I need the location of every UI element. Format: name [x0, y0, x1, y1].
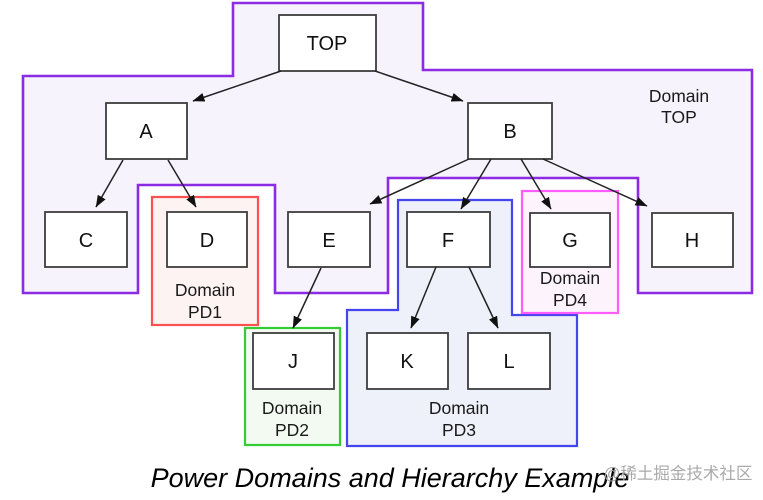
- domain-pd3-label-line2: PD3: [442, 420, 476, 440]
- node-top-box: [278, 14, 377, 72]
- domain-pd4-label-line1: Domain: [540, 268, 600, 288]
- node-top-label: TOP: [307, 33, 348, 55]
- edge-f-k: [410, 266, 437, 329]
- node-f-box: [406, 211, 491, 268]
- domain-pd2-label-line1: Domain: [262, 398, 322, 418]
- edge-b-h: [542, 158, 648, 207]
- domain-pd3-label-line1: Domain: [429, 398, 489, 418]
- node-j-label: J: [288, 351, 298, 373]
- domain-top-label-line2: TOP: [661, 107, 697, 127]
- domain-pd1-label-line2: PD1: [188, 302, 222, 322]
- node-a-box: [105, 102, 188, 160]
- domain-pd1-label-line1: Domain: [175, 280, 235, 300]
- node-g-label: G: [562, 230, 578, 252]
- edge-b-f: [460, 158, 492, 210]
- node-d-label: D: [200, 230, 214, 252]
- edge-b-e: [369, 158, 470, 205]
- node-h-label: H: [685, 230, 699, 252]
- node-k-box: [366, 332, 449, 390]
- edge-a-c: [95, 159, 124, 208]
- node-b-box: [467, 102, 553, 160]
- domain-pd2-label-line2: PD2: [275, 420, 309, 440]
- node-c-label: C: [79, 230, 93, 252]
- domain-top-label-line1: Domain: [649, 86, 709, 106]
- figure-caption: Power Domains and Hierarchy Example: [151, 463, 630, 493]
- edge-top-a: [192, 70, 282, 102]
- domain-top-boundary: [21, 1, 754, 295]
- node-b-label: B: [503, 121, 516, 143]
- edge-a-d: [167, 159, 197, 208]
- node-h-box: [651, 212, 734, 268]
- edge-e-j: [292, 267, 322, 329]
- edge-top-b: [374, 70, 464, 102]
- node-f-label: F: [442, 230, 454, 252]
- node-j-box: [252, 332, 335, 390]
- node-a-label: A: [139, 121, 153, 143]
- node-d-box: [166, 211, 248, 268]
- edge-b-g: [520, 158, 552, 210]
- node-e-box: [287, 211, 371, 268]
- node-k-label: K: [400, 351, 414, 373]
- edge-f-l: [468, 266, 499, 329]
- node-g-box: [529, 212, 611, 268]
- node-l-box: [467, 332, 551, 390]
- node-l-label: L: [503, 351, 514, 373]
- domain-pd4-label-line2: PD4: [553, 290, 587, 310]
- node-c-box: [44, 211, 128, 268]
- site-watermark: @稀土掘金技术社区: [604, 464, 753, 483]
- node-e-label: E: [322, 230, 335, 252]
